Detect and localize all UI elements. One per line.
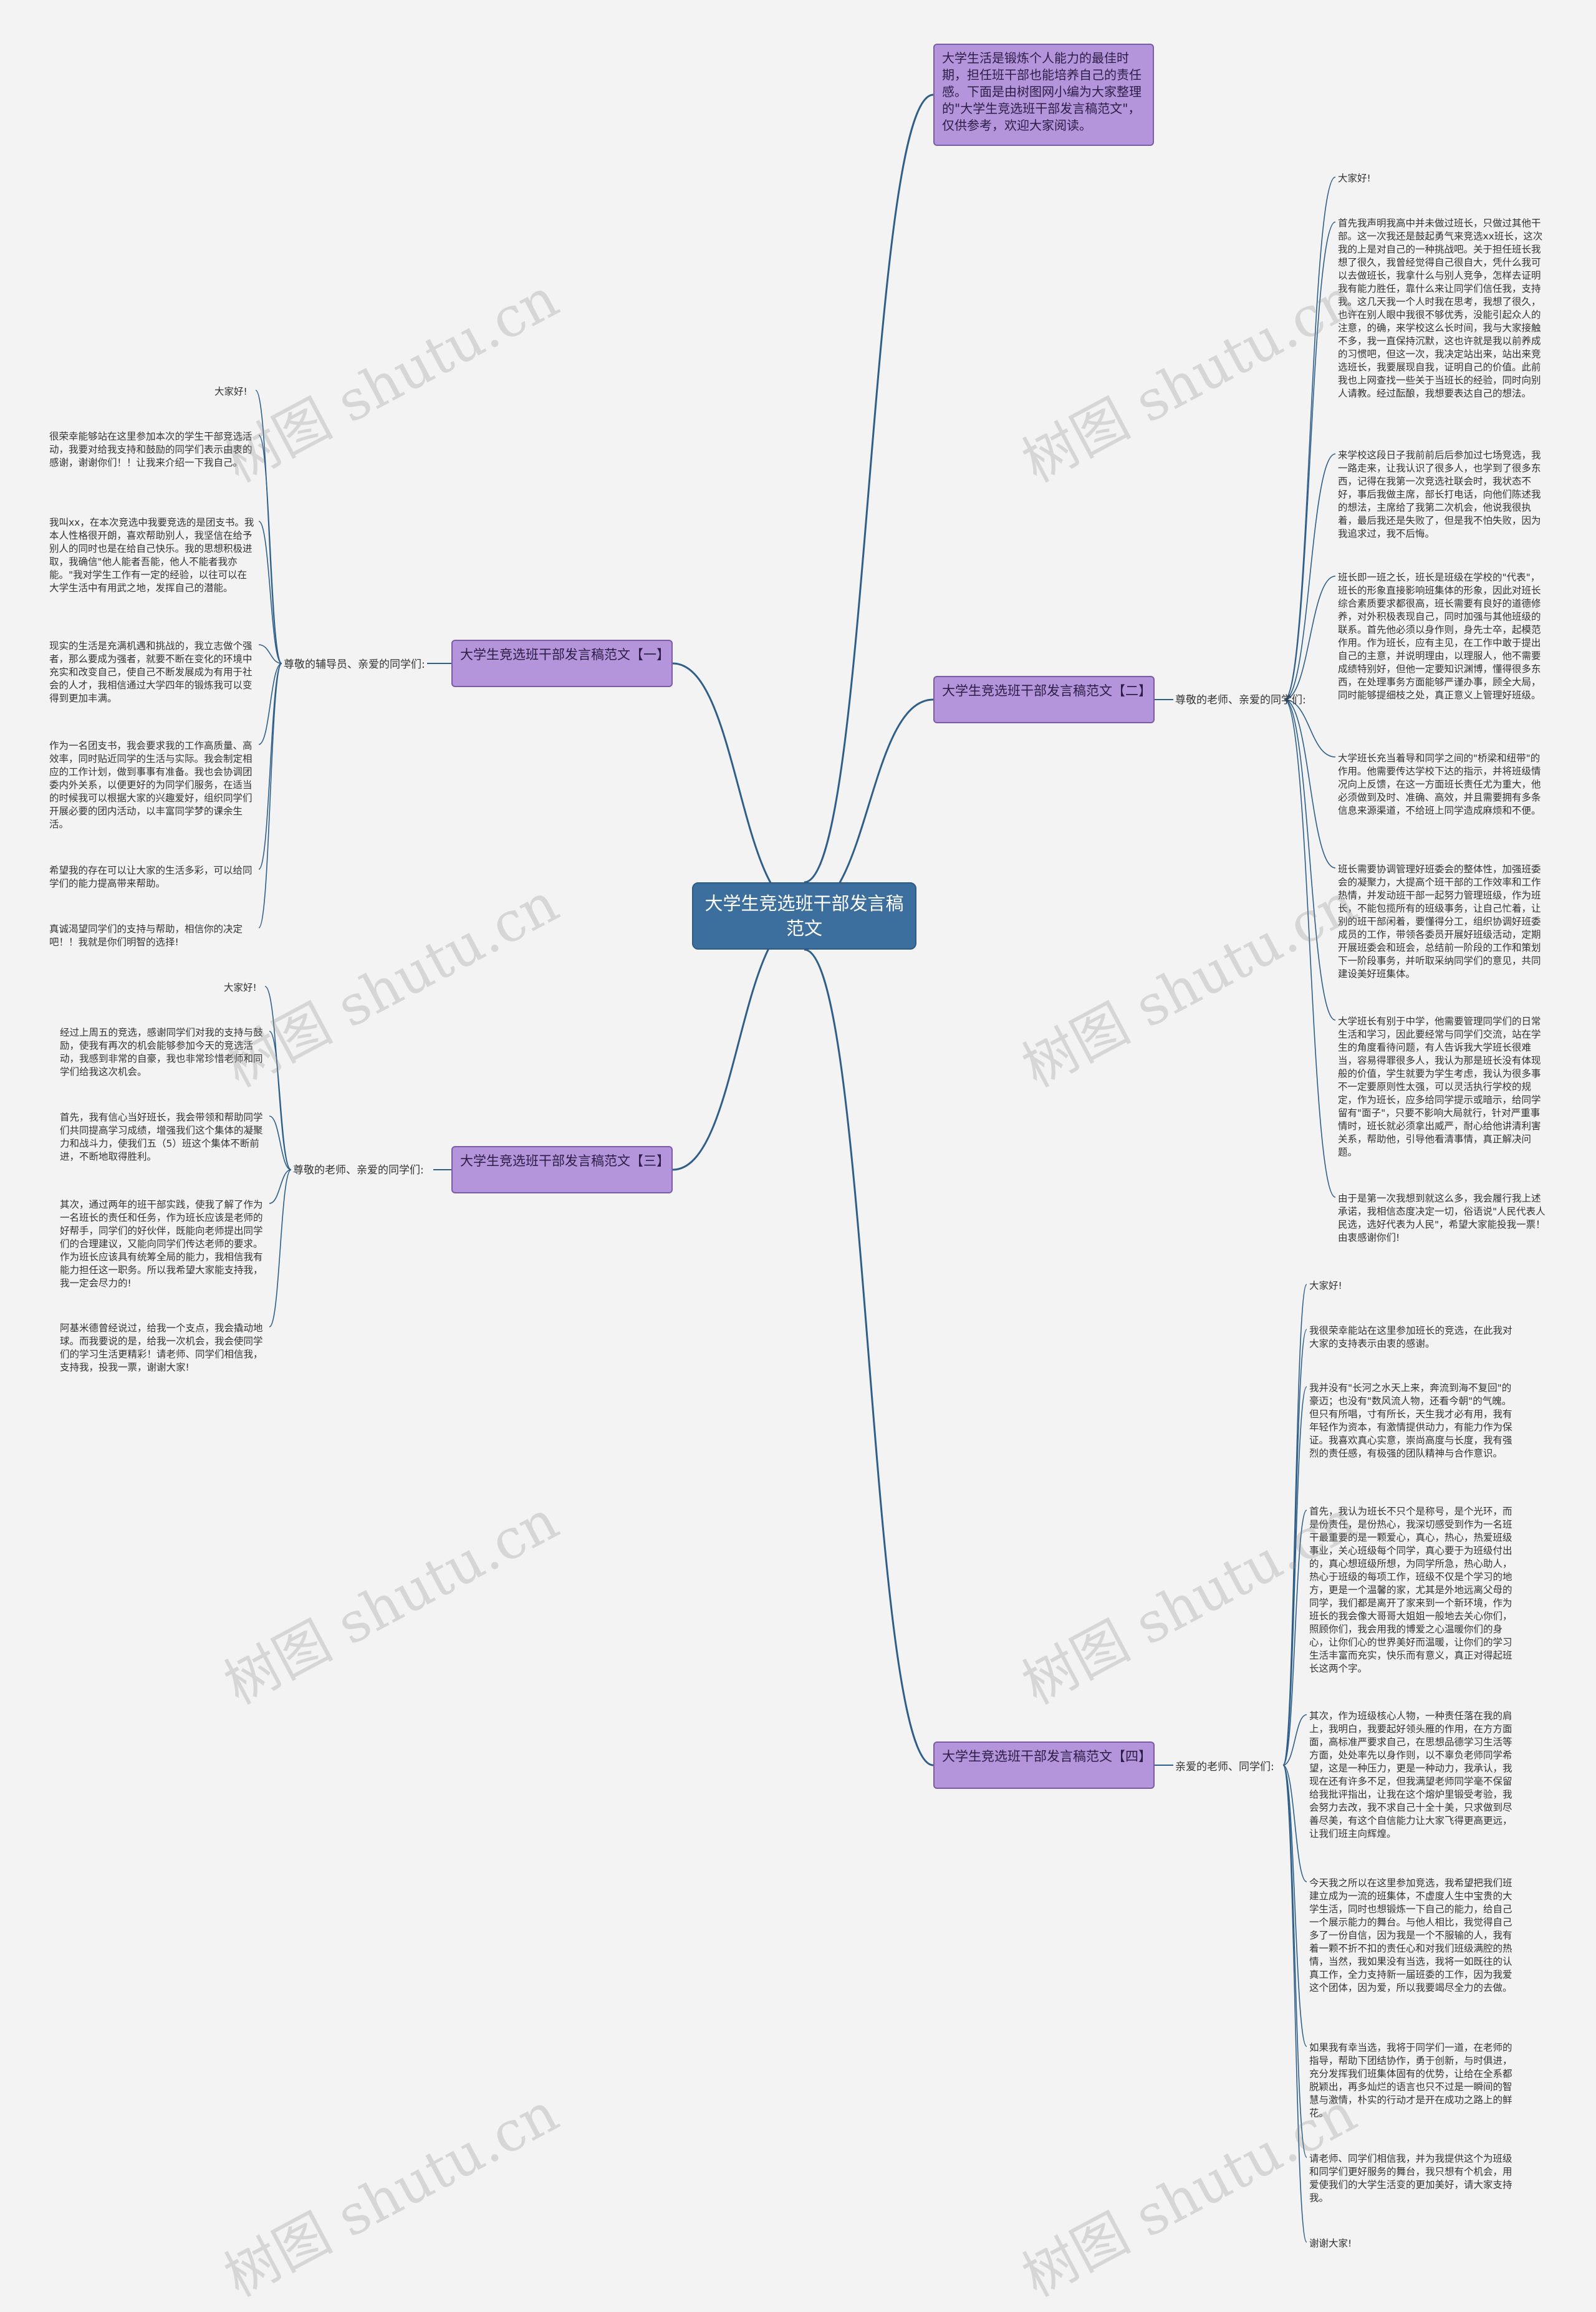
connector-2	[804, 698, 934, 912]
connector-15	[1284, 699, 1336, 869]
b4-leaf-5: 其次，作为班级核心人物，一种责任落在我的肩上，我明白，我要起好领头雁的作用，在方…	[1307, 1708, 1520, 1842]
b2-leaf-2: 首先我声明我高中并未做过班长，只做过其他干部。这一次我还是鼓起勇气来竞选xx班长…	[1335, 216, 1549, 402]
connector-12	[1284, 453, 1336, 700]
connector-32	[258, 663, 282, 870]
b2-leaf-3: 来学校这段日子我前前后后参加过七场竞选，我一路走来，让我认识了很多人，也学到了很…	[1335, 448, 1549, 542]
branch-4-title: 大学生竞选班干部发言稿范文【四】	[942, 1749, 1151, 1764]
branch-node-2[interactable]: 大学生竞选班干部发言稿范文【二】	[933, 676, 1155, 723]
b1-leaf-4: 现实的生活是充满机遇和挑战的，我立志做个强者，那么要成为强者，就要不断在变化的环…	[47, 638, 259, 706]
b1-leaf-5: 作为一名团支书，我会要求我的工作高质量、高效率，同时贴近同学的生活与实际。我会制…	[47, 738, 259, 832]
connector-29	[258, 521, 282, 664]
connector-18	[1282, 1284, 1307, 1766]
b1-leaf-1: 大家好!	[212, 384, 256, 400]
connector-33	[258, 663, 282, 928]
b4-leaf-8: 请老师、同学们相信我，并为我提供这个为班级和同学们更好服务的舞台，我只想有个机会…	[1307, 2151, 1520, 2206]
b3-leaf-5: 阿基米德曾经说过，给我一个支点，我会撬动地球。而我要说的是，给我一次机会，我会使…	[57, 1321, 269, 1375]
connector-13	[1284, 576, 1336, 700]
connector-26	[1282, 1765, 1307, 2243]
connector-37	[269, 1169, 292, 1204]
branch-1-title: 大学生竞选班干部发言稿范文【一】	[460, 647, 670, 662]
connector-14	[1284, 699, 1336, 758]
b4-leaf-9: 谢谢大家!	[1307, 2236, 1369, 2252]
intro-node[interactable]: 大学生活是锻炼个人能力的最佳时期，担任班干部也能培养自己的责任感。下面是由树图网…	[933, 44, 1154, 146]
b4-leaf-7: 如果我有幸当选，我将于同学们一道，在老师的指导，帮助下团结协作，勇于创新，与时俱…	[1307, 2040, 1520, 2121]
b3-leaf-1: 大家好!	[221, 980, 265, 996]
b4-leaf-4: 首先，我认为班长不只个是称号，是个光环，而是份责任，是份热心，我深切感受到作为一…	[1307, 1504, 1520, 1677]
b1-leaf-7: 真诚渴望同学们的支持与帮助，相信你的决定吧！！我就是你们明智的选择!	[47, 922, 259, 950]
branch-1-salutation: 尊敬的辅导员、亲爱的同学们:	[284, 658, 425, 671]
branch-4-salutation: 亲爱的老师、同学们:	[1175, 1761, 1274, 1773]
branch-2-title: 大学生竞选班干部发言稿范文【二】	[942, 683, 1151, 698]
branch-3-title: 大学生竞选班干部发言稿范文【三】	[460, 1154, 670, 1168]
b3-leaf-4: 其次，通过两年的班干部实践，使我了解了作为一名班长的责任和任务，作为班长应该是老…	[57, 1197, 269, 1291]
intro-text: 大学生活是锻炼个人能力的最佳时期，担任班干部也能培养自己的责任感。下面是由树图网…	[942, 51, 1142, 133]
connector-24	[1282, 1765, 1307, 2047]
b2-leaf-7: 大学班长有别于中学，他需要管理同学们的日常生活和学习，因此要经常与同学们交流，站…	[1335, 1014, 1549, 1160]
b2-leaf-5: 大学班长充当着导和同学之间的"桥梁和纽带"的作用。他需要传达学校下达的指示，并将…	[1335, 751, 1549, 819]
b2-leaf-8: 由于是第一次我想到就这么多，我会履行我上述承诺，我相信态度决定一切，俗语说"人民…	[1335, 1191, 1549, 1246]
connector-19	[1282, 1329, 1307, 1766]
b1-leaf-2: 很荣幸能够站在这里参加本次的学生干部竞选活动，我要对给我支持和鼓励的同学们表示由…	[47, 429, 259, 471]
connector-20	[1282, 1386, 1307, 1766]
connector-11	[1284, 221, 1336, 700]
branch-3-salutation: 尊敬的老师、亲爱的同学们:	[293, 1164, 424, 1177]
connector-1	[804, 94, 934, 884]
b2-leaf-6: 班长需要协调管理好班委会的整体性，加强班委会的凝聚力，大提高个班干部的工作效率和…	[1335, 862, 1549, 982]
root-topic-label: 大学生竞选班干部发言稿范文	[704, 893, 904, 939]
connector-36	[269, 1115, 292, 1170]
b4-leaf-2: 我很荣幸能站在这里参加班长的竞选，在此我对大家的支持表示由衷的感谢。	[1307, 1323, 1520, 1352]
b3-leaf-2: 经过上周五的竞选，感谢同学们对我的支持与鼓励，使我有再次的机会能够参加今天的竞选…	[57, 1025, 269, 1080]
connector-23	[1282, 1765, 1307, 1882]
branch-node-4[interactable]: 大学生竞选班干部发言稿范文【四】	[933, 1741, 1155, 1789]
branch-node-1[interactable]: 大学生竞选班干部发言稿范文【一】	[451, 640, 673, 687]
connector-10	[1284, 176, 1336, 700]
b1-leaf-3: 我叫xx，在本次竞选中我要竞选的是团支书。我本人性格很开朗，喜欢帮助别人，我坚信…	[47, 515, 259, 596]
b1-leaf-6: 希望我的存在可以让大家的生活多彩，可以给同学们的能力提高带来帮助。	[47, 863, 259, 892]
b4-leaf-3: 我并没有"长河之水天上来，奔流到海不复回"的豪迈；也没有"数风流人物，还看今朝"…	[1307, 1380, 1520, 1462]
connector-5	[672, 915, 805, 1171]
branch-node-3[interactable]: 大学生竞选班干部发言稿范文【三】	[451, 1146, 673, 1193]
b2-leaf-4: 班长即一班之长，班长是班级在学校的"代表"，班长的形象直接影响班集体的形象，因此…	[1335, 570, 1549, 703]
b3-leaf-3: 首先，我有信心当好班长，我会带领和帮助同学们共同提高学习成绩，增强我们这个集体的…	[57, 1110, 269, 1165]
connector-17	[1284, 699, 1336, 1198]
connector-22	[1282, 1714, 1307, 1766]
connector-16	[1284, 699, 1336, 1021]
b2-leaf-1: 大家好!	[1335, 171, 1379, 186]
connector-31	[258, 663, 282, 745]
connector-28	[258, 435, 282, 664]
b4-leaf-6: 今天我之所以在这里参加竞选，我希望把我们班建立成为一流的班集体，不虚度人生中宝贵…	[1307, 1876, 1520, 1996]
connector-30	[258, 644, 282, 664]
connector-21	[1282, 1510, 1307, 1766]
b4-leaf-1: 大家好!	[1307, 1278, 1350, 1294]
branch-2-salutation: 尊敬的老师、亲爱的同学们:	[1175, 694, 1306, 706]
connector-35	[269, 1031, 292, 1170]
connector-38	[269, 1169, 292, 1327]
connector-3	[804, 948, 934, 1766]
root-topic[interactable]: 大学生竞选班干部发言稿范文	[692, 882, 916, 950]
connector-4	[672, 662, 805, 912]
